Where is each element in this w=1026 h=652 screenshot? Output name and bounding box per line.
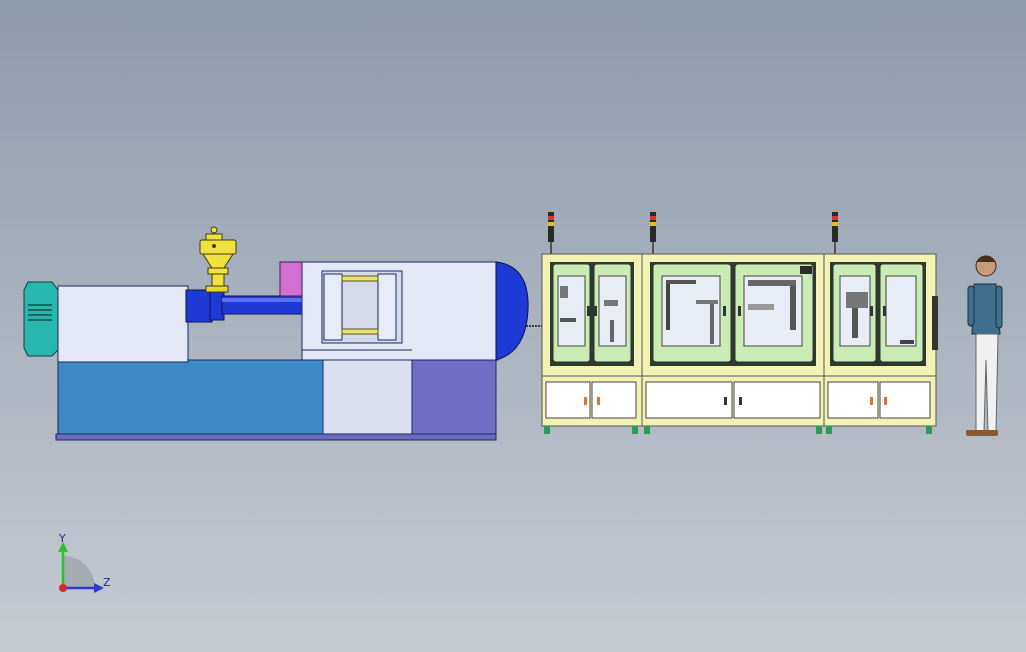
tie-bar-bottom	[341, 328, 379, 335]
barrel-block	[185, 289, 213, 323]
stationary-platen-block	[279, 261, 305, 297]
injection-unit-cover	[57, 285, 189, 363]
triad-quadrant	[63, 556, 95, 588]
motor-vent-icon	[28, 304, 52, 321]
clamp-end-cap	[495, 261, 529, 361]
machine-base-middle	[322, 359, 414, 437]
tie-bar-top	[341, 275, 379, 282]
machine-base-left	[57, 359, 324, 437]
door-handle[interactable]	[883, 306, 886, 316]
machine-base-right	[411, 359, 497, 437]
door-handle[interactable]	[587, 306, 590, 316]
z-axis-label: Z	[103, 576, 111, 589]
orientation-triad[interactable]	[58, 542, 104, 593]
automation-cell-3[interactable]	[823, 212, 938, 434]
mold-platen-right	[377, 273, 397, 341]
door-handle[interactable]	[723, 306, 726, 316]
barrel-highlight	[222, 298, 304, 302]
automation-cell-1[interactable]	[541, 212, 643, 434]
hopper	[199, 226, 237, 293]
hopper-cap-knob	[210, 226, 218, 234]
human-scale-figure	[966, 255, 1003, 436]
door-handle[interactable]	[594, 306, 597, 316]
door-handle[interactable]	[870, 306, 873, 316]
y-axis-label: Y	[59, 532, 66, 545]
injection-molding-machine[interactable]	[23, 226, 529, 441]
x-axis-origin	[59, 584, 67, 592]
machine-base-plinth	[55, 433, 497, 441]
mold-platen-left	[323, 273, 343, 341]
motor-housing	[23, 281, 59, 357]
automation-cell-2[interactable]	[641, 212, 825, 434]
door-handle[interactable]	[738, 306, 741, 316]
